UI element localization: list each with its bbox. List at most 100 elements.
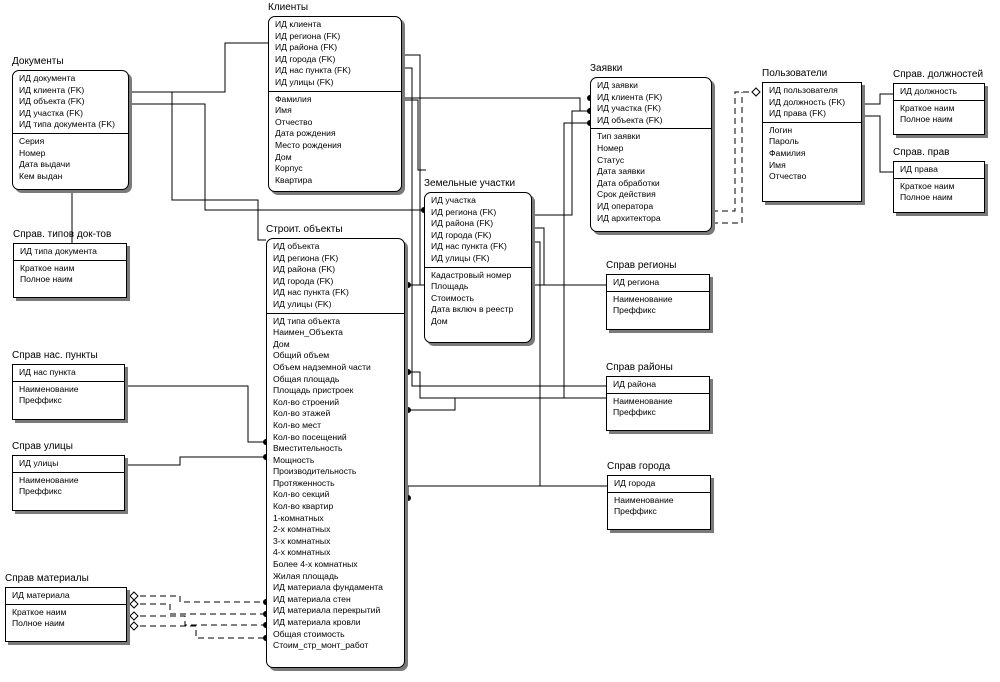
- key-field[interactable]: ИД пользователя: [769, 85, 838, 95]
- key-field[interactable]: ИД улицы: [19, 458, 59, 468]
- attribute-field[interactable]: Квартира: [275, 174, 313, 185]
- attribute-field[interactable]: Кол-во мест: [273, 419, 322, 430]
- key-field[interactable]: ИД нас пункта (FK): [431, 241, 507, 252]
- attribute-field[interactable]: Наименование: [614, 494, 674, 505]
- attribute-field[interactable]: Отчество: [769, 171, 807, 182]
- attribute-field[interactable]: Кадастровый номер: [431, 269, 512, 280]
- attribute-field[interactable]: Дата включ в реестр: [431, 304, 514, 315]
- key-field[interactable]: ИД клиента: [275, 19, 322, 29]
- attribute-field[interactable]: Кол-во посещений: [273, 431, 347, 442]
- key-field[interactable]: ИД нас пункта: [19, 367, 76, 377]
- attribute-field[interactable]: ИД типа объекта: [273, 315, 340, 326]
- attribute-field[interactable]: Имя: [769, 159, 786, 170]
- attribute-field[interactable]: Корпус: [275, 163, 303, 174]
- key-field[interactable]: ИД клиента (FK): [19, 84, 85, 95]
- key-field[interactable]: ИД объекта (FK): [597, 114, 663, 125]
- attribute-field[interactable]: Стоимость: [431, 292, 475, 303]
- attribute-field[interactable]: Преффикс: [19, 395, 62, 406]
- attribute-field[interactable]: Наименование: [19, 474, 79, 485]
- key-field[interactable]: ИД города: [614, 478, 656, 488]
- attribute-field[interactable]: ИД материала кровли: [273, 617, 361, 627]
- attribute-field[interactable]: Полное наим: [900, 192, 953, 203]
- attribute-field[interactable]: Фамилия: [275, 93, 312, 104]
- key-field[interactable]: ИД заявки: [597, 80, 638, 90]
- attribute-field[interactable]: Полное наим: [900, 114, 953, 125]
- attribute-field[interactable]: Наимен_Объекта: [273, 327, 343, 338]
- key-field[interactable]: ИД объекта (FK): [19, 96, 85, 107]
- key-field[interactable]: ИД района: [613, 379, 657, 389]
- key-field[interactable]: ИД типа документа: [20, 246, 97, 256]
- attribute-field[interactable]: Мощность: [273, 454, 315, 465]
- key-field[interactable]: ИД нас пункта (FK): [275, 65, 351, 76]
- attribute-field[interactable]: Дата заявки: [597, 166, 645, 177]
- key-field[interactable]: ИД региона (FK): [431, 206, 497, 217]
- attribute-field[interactable]: Площадь: [431, 281, 469, 292]
- key-field[interactable]: ИД города (FK): [275, 53, 336, 64]
- attribute-field[interactable]: Дом: [275, 151, 292, 162]
- attribute-field[interactable]: Преффикс: [613, 305, 656, 316]
- attribute-field[interactable]: Имя: [275, 105, 292, 116]
- key-field[interactable]: ИД права (FK): [769, 108, 826, 119]
- key-field[interactable]: ИД улицы (FK): [273, 298, 332, 309]
- attribute-field[interactable]: Кол-во секций: [273, 489, 330, 500]
- attribute-field[interactable]: Дата выдачи: [19, 159, 71, 170]
- attribute-field[interactable]: Краткое наим: [12, 606, 67, 617]
- attribute-field[interactable]: Дата рождения: [275, 128, 336, 139]
- attribute-field[interactable]: Полное наим: [12, 618, 65, 629]
- attribute-field[interactable]: Наименование: [19, 383, 79, 394]
- attribute-field[interactable]: Полное наим: [20, 274, 73, 285]
- attribute-field[interactable]: Кол-во строений: [273, 396, 340, 407]
- attribute-field[interactable]: Дом: [431, 315, 448, 326]
- attribute-field[interactable]: Кем выдан: [19, 170, 63, 181]
- key-field[interactable]: ИД объекта: [273, 241, 320, 251]
- attribute-field[interactable]: Номер: [597, 142, 624, 153]
- attribute-field[interactable]: 2-х комнатных: [273, 524, 331, 535]
- attribute-field[interactable]: Более 4-х комнатных: [273, 559, 358, 570]
- key-field[interactable]: ИД города (FK): [273, 275, 334, 286]
- attribute-field[interactable]: Фамилия: [769, 147, 806, 158]
- attribute-field[interactable]: Пароль: [769, 136, 799, 147]
- key-field[interactable]: ИД типа документа (FK): [19, 119, 115, 130]
- attribute-field[interactable]: 4-х комнатных: [273, 547, 331, 558]
- attribute-field[interactable]: Наименование: [613, 395, 673, 406]
- attribute-field[interactable]: ИД материала стен: [273, 593, 351, 604]
- key-field[interactable]: ИД района (FK): [275, 42, 338, 53]
- attribute-field[interactable]: ИД материала фундамента: [273, 582, 383, 593]
- attribute-field[interactable]: Место рождения: [275, 139, 342, 150]
- attribute-field[interactable]: Срок действия: [597, 189, 656, 200]
- attribute-field[interactable]: Краткое наим: [900, 102, 955, 113]
- key-field[interactable]: ИД клиента (FK): [597, 91, 663, 102]
- attribute-field[interactable]: Объем надземной части: [273, 361, 371, 372]
- attribute-field[interactable]: Краткое наим: [20, 262, 75, 273]
- attribute-field[interactable]: Протяженность: [273, 477, 335, 488]
- attribute-field[interactable]: 3-х комнатных: [273, 535, 331, 546]
- key-field[interactable]: ИД должность: [900, 86, 957, 96]
- attribute-field[interactable]: Дата обработки: [597, 177, 660, 188]
- key-field[interactable]: ИД нас пункта (FK): [273, 287, 349, 298]
- attribute-field[interactable]: Общая площадь: [273, 373, 340, 384]
- key-field[interactable]: ИД права: [900, 164, 938, 174]
- attribute-field[interactable]: ИД оператора: [597, 200, 654, 211]
- attribute-field[interactable]: Общий объем: [273, 350, 330, 361]
- attribute-field[interactable]: Серия: [19, 135, 45, 146]
- key-field[interactable]: ИД документа: [19, 73, 76, 83]
- key-field[interactable]: ИД района (FK): [273, 264, 336, 275]
- key-field[interactable]: ИД улицы (FK): [275, 76, 334, 87]
- attribute-field[interactable]: Номер: [19, 147, 46, 158]
- attribute-field[interactable]: Кол-во квартир: [273, 501, 334, 512]
- key-field[interactable]: ИД улицы (FK): [431, 252, 490, 263]
- attribute-field[interactable]: Статус: [597, 154, 625, 165]
- attribute-field[interactable]: Площадь пристроек: [273, 385, 354, 396]
- key-field[interactable]: ИД участка (FK): [597, 103, 661, 114]
- attribute-field[interactable]: Логин: [769, 124, 793, 135]
